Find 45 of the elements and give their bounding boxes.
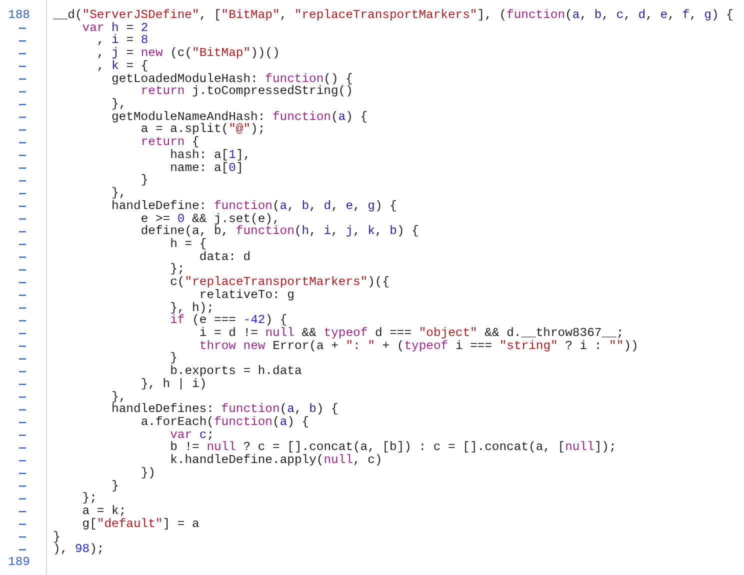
code-line: k.handleDefine.apply(null, c) [170,453,382,468]
code-line: return j.toCompressedString() [140,84,353,98]
code-line: getLoadedModuleHash: function() { [112,72,353,86]
code-line: , j = new (c("BitMap"))() [96,46,280,60]
code-line: g["default"] = a [82,516,200,531]
code-line: i = d != null && typeof d === "object" && d.__throw8367__; [199,326,624,340]
code-line: throw new Error(a + ": " + (typeof i === "string" ? i : "")) [199,338,638,353]
code-line: define(a, b, function(h, i, j, k, b) { [140,224,419,238]
code-line: data: d [199,250,251,264]
code-line: handleDefine: function(a, b, d, e, g) { [112,198,397,213]
code-line: c("replaceTransportMarkers")({ [170,275,390,290]
code-line: }, [112,97,126,112]
code-line: a = a.split("@"); [140,122,266,136]
code-line: getModuleNameAndHash: function(a) { [112,110,368,124]
code-line: hash: a[1], [170,148,251,162]
line-number: 188 [8,8,30,22]
code-line: h = { [170,236,207,251]
code-line: }; [82,491,97,506]
code-line: handleDefines: function(a, b) { [112,402,338,416]
code-line: }) [140,466,156,480]
code-line: e >= 0 && j.set(e), [140,212,280,226]
code-line: }, [112,390,126,404]
code-line: var h = 2 [82,20,148,35]
code-line: }, h | i) [140,376,207,391]
code-line: return { [140,135,200,150]
code-line: b.exports = h.data [170,364,302,378]
code-line: name: a[0] [170,160,244,175]
code-line: b != null ? c = [].concat(a, [b]) : c = [].concat(a, [null]); [170,440,616,454]
code-line: ), 98); [53,542,104,556]
code-line: relativeTo: g [199,288,294,302]
code-line: __d("ServerJSDefine", ["BitMap", "replaceTransportMarkers"], (function(a, b, c, d, e, f, g) { [53,8,734,22]
code-line: } [170,351,178,366]
code-line: }; [170,262,185,276]
code-line: }, h); [170,300,214,315]
code-line: a = k; [82,504,126,518]
code-line: if (e === -42) { [170,313,288,328]
code-line: var c; [170,428,214,442]
code-line: } [53,530,60,544]
line-number: 189 [8,554,30,569]
code-line: }, [112,186,126,200]
code-line: , i = 8 [96,33,148,48]
code-line: a.forEach(function(a) { [140,415,310,430]
code-line: } [140,173,148,188]
code-line: } [112,478,119,493]
code-line: , k = { [96,58,148,73]
